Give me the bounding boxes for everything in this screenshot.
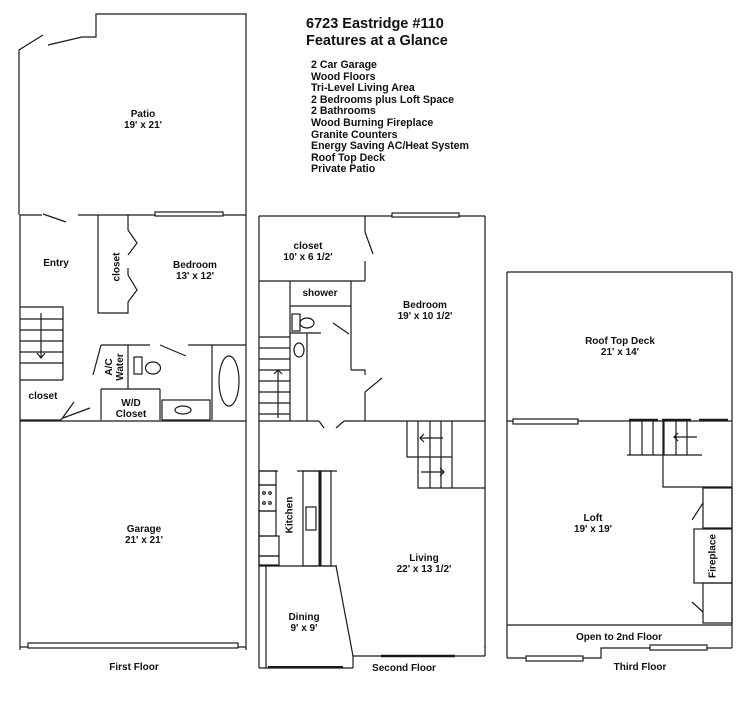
room-name: A/C (104, 358, 115, 376)
room-name: Bedroom (173, 260, 217, 271)
third-floor-plan (506, 271, 733, 662)
room-label-open-area: Open to 2nd Floor (576, 632, 662, 643)
room-label-roof-deck: Roof Top Deck 21' x 14' (585, 336, 655, 358)
room-size: 21' x 21' (124, 535, 164, 546)
room-size: 9' x 9' (290, 623, 318, 634)
room-name: Entry (43, 258, 69, 269)
room-label-bedroom-1: Bedroom 13' x 12' (173, 260, 217, 282)
title-subtitle: Features at a Glance (306, 33, 448, 49)
feature-item: Granite Counters (311, 128, 398, 141)
room-label-shower: shower (302, 288, 337, 299)
title-address: 6723 Eastridge #110 (306, 16, 444, 32)
room-name: Garage (126, 524, 162, 535)
feature-item: Tri-Level Living Area (311, 82, 415, 95)
room-name: Patio (130, 109, 156, 120)
room-label-bedroom-closet: closet (111, 252, 123, 282)
room-label-bedroom-2: Bedroom 19' x 10 1/2' (398, 300, 453, 322)
room-name: Water (115, 353, 126, 381)
room-size: 19' x 21' (123, 120, 163, 131)
room-name: closet (293, 241, 323, 252)
feature-item: 2 Car Garage (311, 59, 377, 71)
floor-label-first: First Floor (109, 662, 159, 673)
room-name: Bedroom (403, 300, 447, 311)
room-name: Living (409, 553, 439, 564)
room-size: 19' x 19' (573, 524, 613, 535)
features-list: 2 Car Garage Wood Floors Tri-Level Livin… (311, 59, 469, 176)
room-label-wd-closet: W/D Closet (116, 398, 147, 420)
second-floor-plan (258, 212, 486, 669)
room-name: Loft (583, 513, 603, 524)
feature-item: Energy Saving AC/Heat System (311, 140, 469, 153)
room-size: 10' x 6 1/2' (283, 252, 333, 263)
page-title: 6723 Eastridge #110 Features at a Glance (306, 16, 448, 50)
room-size: 21' x 14' (600, 347, 640, 358)
room-label-entry: Entry (43, 258, 69, 269)
room-name: Roof Top Deck (585, 336, 655, 347)
room-label-garage: Garage 21' x 21' (125, 524, 163, 546)
room-label-closet-2: closet 10' x 6 1/2' (283, 241, 332, 263)
first-floor-plan (18, 13, 247, 650)
room-label-ac-water: A/C Water (104, 353, 126, 380)
floor-label-second: Second Floor (372, 663, 436, 674)
room-label-living: Living 22' x 13 1/2' (397, 553, 452, 575)
room-label-patio: Patio 19' x 21' (124, 109, 162, 131)
room-size: 22' x 13 1/2' (396, 564, 452, 575)
feature-item: 2 Bathrooms (311, 105, 376, 118)
room-name: Closet (115, 409, 147, 420)
room-name: closet (28, 391, 58, 402)
room-size: 19' x 10 1/2' (397, 311, 453, 322)
floor-label-third: Third Floor (613, 662, 667, 673)
room-label-stair-closet: closet (29, 391, 58, 402)
feature-item: Roof Top Deck (311, 151, 385, 164)
room-name: Dining (288, 612, 320, 623)
feature-item: Wood Floors (311, 70, 376, 83)
feature-item: 2 Bedrooms plus Loft Space (311, 93, 455, 106)
feature-item: Wood Burning Fireplace (311, 116, 434, 129)
room-label-fireplace: Fireplace (707, 534, 719, 578)
room-label-loft: Loft 19' x 19' (574, 513, 612, 535)
room-name: Open to 2nd Floor (575, 632, 663, 643)
feature-item: Private Patio (311, 163, 376, 176)
room-name: W/D (121, 398, 141, 409)
room-size: 13' x 12' (175, 271, 215, 282)
room-label-dining: Dining 9' x 9' (288, 612, 319, 634)
room-name: shower (302, 288, 338, 299)
room-label-kitchen: Kitchen (284, 496, 296, 534)
